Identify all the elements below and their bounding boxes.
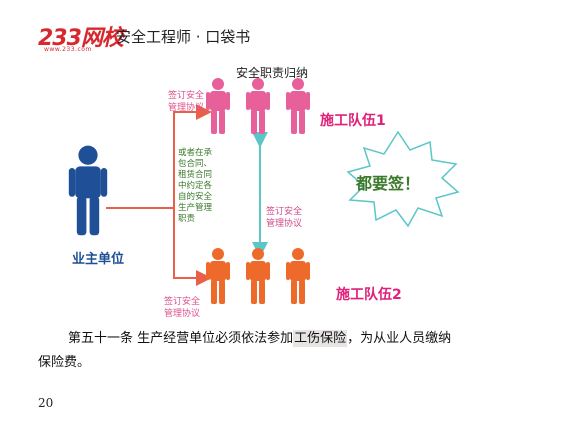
team2-label: 施工队伍2: [336, 287, 402, 303]
team2-figures: [206, 248, 310, 304]
sign-bottom-line2: 管理协议: [164, 309, 201, 319]
logo-url: www.233.com: [44, 46, 92, 53]
burst-text: 都要签！: [356, 174, 421, 193]
sign-agreement-label-bottom: 签订安全 管理协议: [164, 296, 200, 320]
contract-note: 或者在承包合同、租赁合同中约定各自的安全生产管理职责: [178, 148, 213, 224]
article-after: ，为从业人员缴纳: [347, 331, 452, 346]
sign-bottom-line1: 签订安全: [164, 297, 201, 307]
team1-label: 施工队伍1: [320, 113, 386, 129]
diagram-title: 安全职责归纳: [236, 66, 309, 80]
sign-top-line2: 管理协议: [168, 103, 205, 113]
article-line2: 保险费。: [38, 355, 91, 370]
sign-mid-line1: 签订安全: [266, 207, 303, 217]
sign-agreement-label-top: 签订安全 管理协议: [168, 90, 204, 114]
owner-figure: [68, 145, 108, 236]
responsibility-diagram: 安全职责归纳 签订安全 管理协议 施工队伍1 或者在承包合同、租赁合同中约定各自…: [58, 60, 498, 326]
team1-figures: [206, 78, 310, 134]
article-line1: 第五十一条 生产经营单位必须依法参加工伤保险，为从业人员缴纳: [38, 327, 538, 351]
diagram-graphics: [68, 78, 460, 304]
burst-shape: [346, 130, 460, 228]
sign-top-line1: 签订安全: [168, 91, 205, 101]
page-number: 20: [38, 396, 54, 410]
owner-label: 业主单位: [72, 252, 125, 267]
header-title: 安全工程师 · 口袋书: [116, 28, 251, 46]
article-before: 第五十一条 生产经营单位必须依法参加: [68, 331, 294, 346]
page-header: 233网校 www.233.com 安全工程师 · 口袋书: [38, 14, 558, 54]
sign-agreement-label-middle: 签订安全 管理协议: [266, 206, 302, 230]
site-logo: 233网校: [38, 26, 124, 51]
highlighted-term: 工伤保险: [293, 330, 348, 347]
sign-mid-line2: 管理协议: [266, 219, 303, 229]
owner-to-team2-arrow: [173, 208, 212, 286]
owner-to-team1-arrow: [106, 104, 212, 209]
article-text: 第五十一条 生产经营单位必须依法参加工伤保险，为从业人员缴纳 保险费。: [38, 327, 538, 375]
